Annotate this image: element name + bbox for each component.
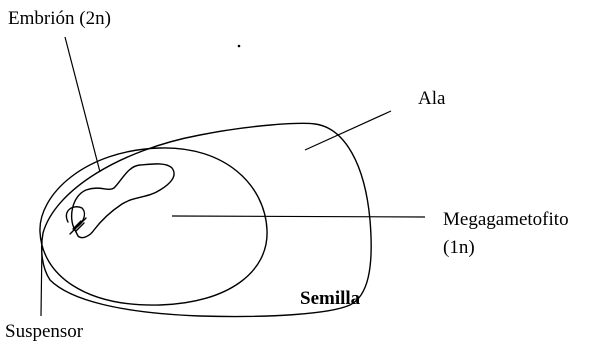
- megagametophyte-ploidy-label: (1n): [443, 237, 475, 258]
- wing-label: Ala: [418, 88, 446, 109]
- suspensor-label: Suspensor: [5, 321, 84, 342]
- megagametophyte-label: Megagametofito: [443, 209, 569, 230]
- wing-leader: [305, 111, 391, 150]
- embryo-leader: [65, 37, 100, 172]
- embryo-outline: [72, 164, 174, 238]
- seed-label: Semilla: [300, 288, 361, 309]
- embryo-label: Embrión (2n): [8, 8, 111, 29]
- speck: [238, 45, 241, 48]
- megagametophyte-leader: [172, 216, 425, 217]
